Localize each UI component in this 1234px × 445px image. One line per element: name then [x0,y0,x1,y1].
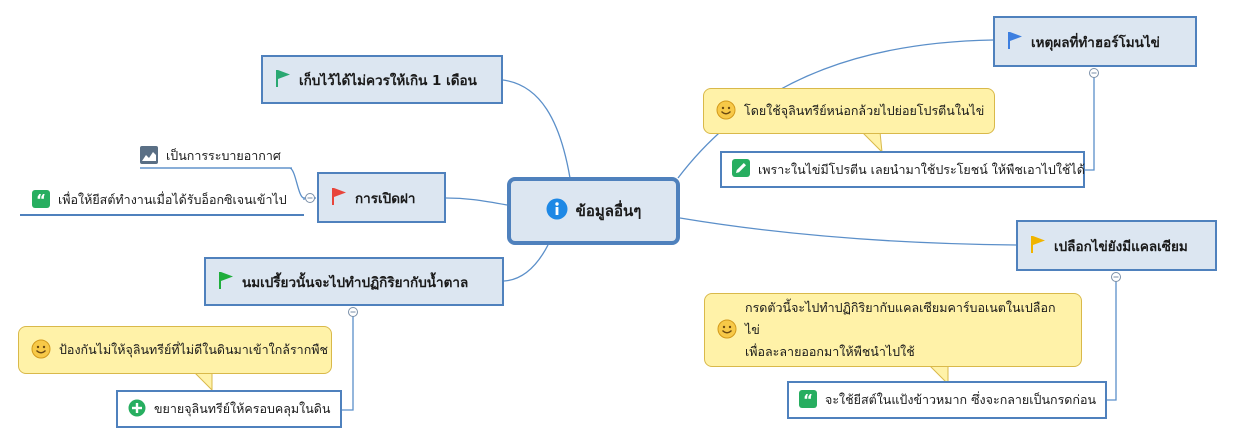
topic-ferment-label: นมเปรี้ยวนั้นจะไปทำปฏิกิริยากับน้ำตาล [242,274,469,291]
quote-icon: “ [32,189,50,211]
opening-child-ventilate-label: เป็นการระบายอากาศ [166,148,281,163]
topic-keep-label: เก็บไว้ได้ไม่ควรให้เกิน 1 เดือน [299,72,477,89]
hormone-child[interactable]: เพราะในไข่มีโปรตีน เลยนำมาใช้ประโยชน์ ให… [720,151,1085,188]
topic-shell[interactable]: เปลือกไข่ยังมีแคลเซียม [1016,220,1217,271]
opening-child-yeast-label: เพื่อให้ยีสต์ทำงานเมื่อได้รับอ็อกซิเจนเข… [58,192,287,207]
shell-callout-text: กรดตัวนี้จะไปทำปฏิกิริยากับแคลเซียมคาร์บ… [745,297,1069,363]
ferment-child[interactable]: ขยายจุลินทรีย์ให้ครอบคลุมในดิน [116,390,342,428]
topic-shell-label: เปลือกไข่ยังมีแคลเซียม [1054,238,1188,255]
central-topic-label: ข้อมูลอื่นๆ [575,202,642,220]
central-topic[interactable]: ข้อมูลอื่นๆ [507,177,680,245]
plus-icon [128,399,146,420]
topic-opening[interactable]: การเปิดฝา [317,172,446,223]
svg-text:“: “ [803,391,813,408]
smiley-icon [717,319,737,342]
hormone-callout[interactable]: โดยใช้จุลินทรีย์หน่อกล้วยไปย่อยโปรตีนในไ… [703,88,995,134]
ferment-callout-label: ป้องกันไม่ให้จุลินทรีย์ที่ไม่ดีในดินมาเข… [59,342,328,357]
flag-icon [1007,31,1023,53]
chart-icon [140,145,158,167]
topic-opening-label: การเปิดฝา [355,190,416,207]
shell-callout-line-1: กรดตัวนี้จะไปทำปฏิกิริยากับแคลเซียมคาร์บ… [745,300,1056,337]
hormone-callout-label: โดยใช้จุลินทรีย์หน่อกล้วยไปย่อยโปรตีนในไ… [744,103,985,118]
flag-icon [1030,235,1046,257]
flag-icon [275,69,291,91]
hormone-child-label: เพราะในไข่มีโปรตีน เลยนำมาใช้ประโยชน์ ให… [758,161,1085,177]
smiley-icon [31,339,51,362]
smiley-icon [716,100,736,123]
topic-keep[interactable]: เก็บไว้ได้ไม่ควรให้เกิน 1 เดือน [261,55,503,104]
collapse-markers [305,68,1121,317]
opening-child-yeast[interactable]: “ เพื่อให้ยีสต์ทำงานเมื่อได้รับอ็อกซิเจน… [20,186,304,216]
opening-child-ventilate[interactable]: เป็นการระบายอากาศ [140,145,300,167]
topic-hormone-label: เหตุผลที่ทำฮอร์โมนไข่ [1031,34,1160,51]
shell-callout-line-2: เพื่อละลายออกมาให้พืชนำไปใช้ [745,344,915,359]
svg-text:“: “ [36,191,46,208]
shell-child-label: จะใช้ยีสต์ในแป้งข้าวหมาก ซึ่งจะกลายเป็นก… [825,392,1097,407]
pencil-icon [732,159,750,180]
topic-hormone[interactable]: เหตุผลที่ทำฮอร์โมนไข่ [993,16,1197,67]
quote-icon: “ [799,389,817,411]
ferment-child-label: ขยายจุลินทรีย์ให้ครอบคลุมในดิน [154,401,331,416]
topic-ferment[interactable]: นมเปรี้ยวนั้นจะไปทำปฏิกิริยากับน้ำตาล [204,257,504,306]
ferment-callout[interactable]: ป้องกันไม่ให้จุลินทรีย์ที่ไม่ดีในดินมาเข… [18,326,332,374]
flag-icon [331,187,347,209]
shell-callout[interactable]: กรดตัวนี้จะไปทำปฏิกิริยากับแคลเซียมคาร์บ… [704,293,1082,367]
info-icon [546,198,568,224]
flag-icon [218,271,234,293]
shell-child[interactable]: “ จะใช้ยีสต์ในแป้งข้าวหมาก ซึ่งจะกลายเป็… [787,381,1107,419]
